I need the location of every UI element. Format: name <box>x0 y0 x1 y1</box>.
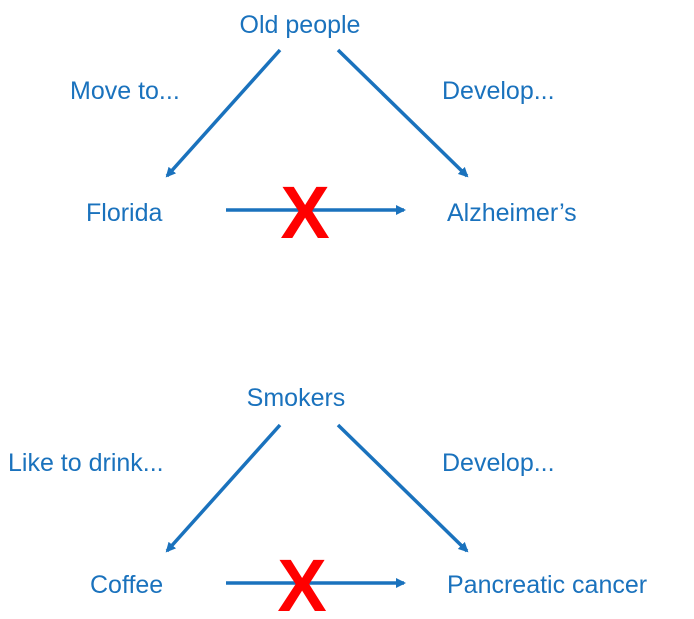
node-left: Coffee <box>90 571 163 599</box>
node-right: Pancreatic cancer <box>447 571 647 599</box>
edge-label-left: Move to... <box>70 77 180 105</box>
edge-label-right: Develop... <box>442 77 555 105</box>
arrow-right <box>336 423 469 553</box>
cross-icon: X <box>280 171 329 254</box>
arrow-left <box>165 423 282 553</box>
edge-label-right: Develop... <box>442 449 555 477</box>
node-top: Smokers <box>247 384 346 412</box>
node-left: Florida <box>86 199 163 227</box>
node-right: Alzheimer’s <box>447 199 577 227</box>
diagram-smokers: Smokers Like to drink... Develop... Coff… <box>8 384 647 619</box>
arrow-left <box>165 48 282 178</box>
cross-icon: X <box>277 544 326 619</box>
edge-label-left: Like to drink... <box>8 449 164 477</box>
arrow-right <box>336 48 469 178</box>
diagram-old-people: Old people Move to... Develop... Florida… <box>70 11 577 254</box>
node-top: Old people <box>240 11 361 39</box>
